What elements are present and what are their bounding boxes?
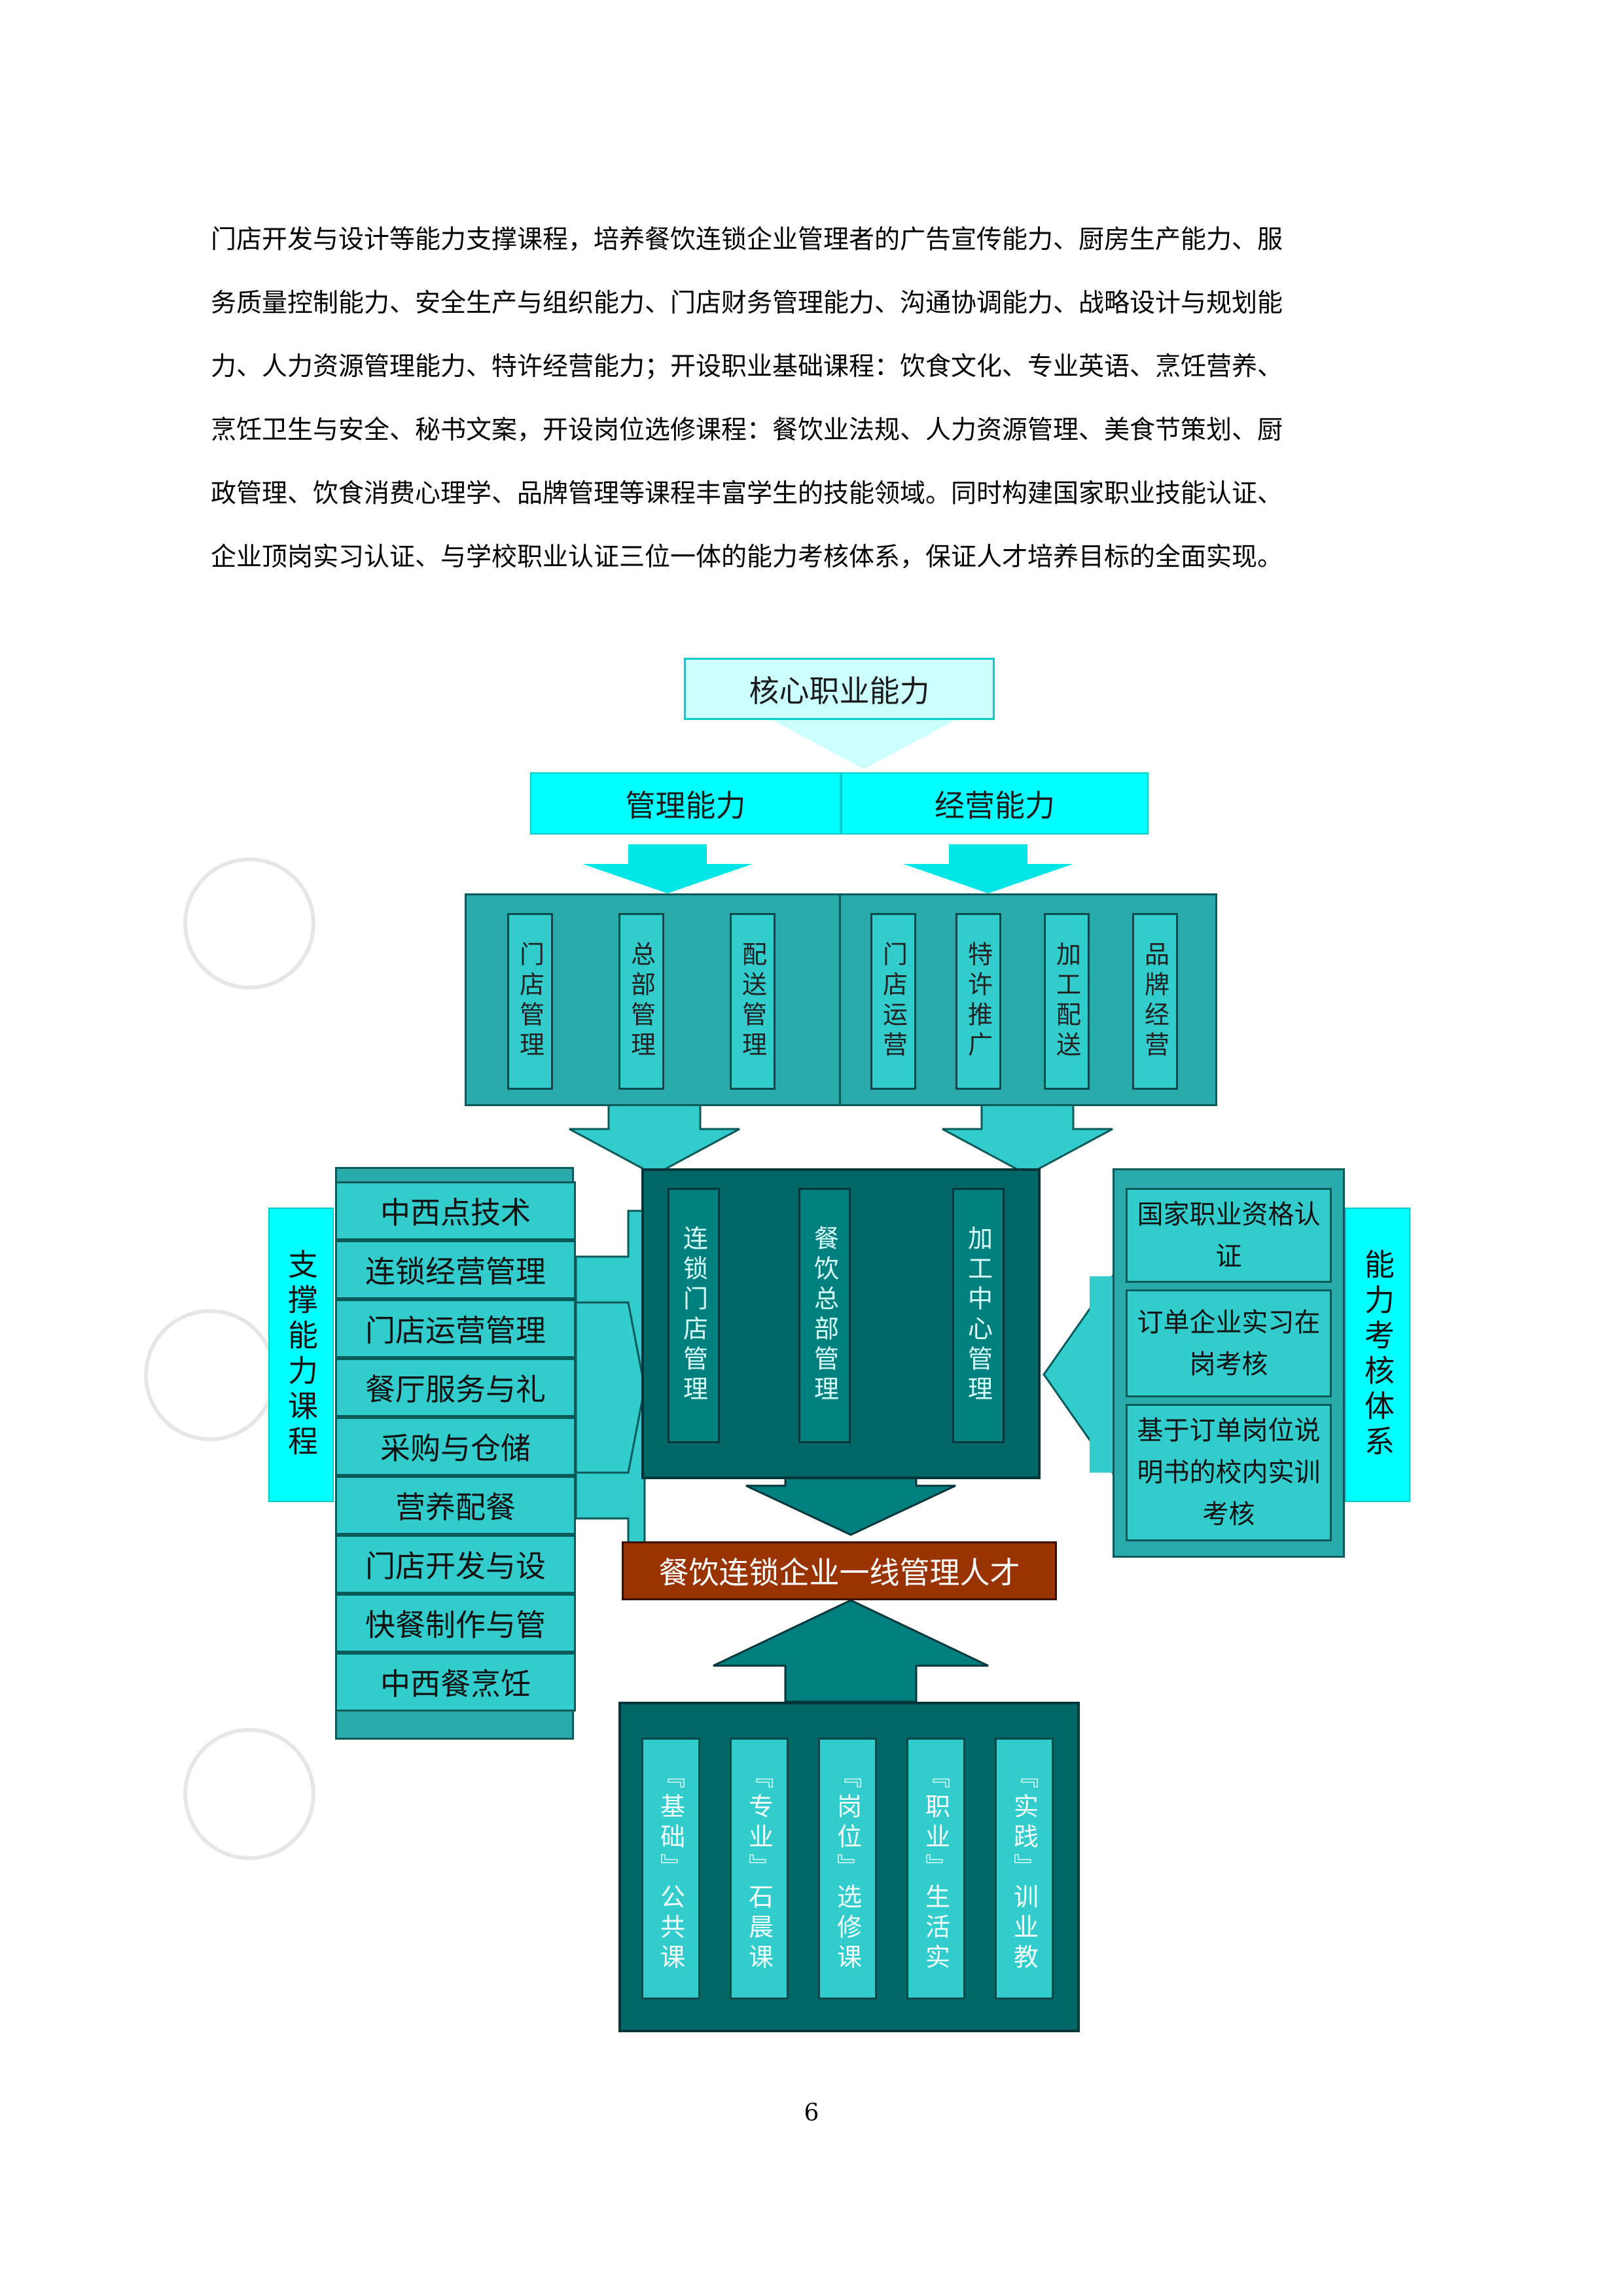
paragraph-line: 务质量控制能力、安全生产与组织能力、门店财务管理能力、沟通协调能力、战略设计与规… bbox=[211, 289, 1283, 318]
center-item: 连锁门店管理 bbox=[668, 1188, 720, 1443]
operation-item: 品牌经营 bbox=[1132, 913, 1178, 1090]
course-item: 中西点技术 bbox=[335, 1181, 576, 1240]
course-item: 中西餐烹饪 bbox=[335, 1653, 576, 1712]
operation-capability: 经营能力 bbox=[841, 772, 1149, 834]
paragraph-line: 门店开发与设计等能力支撑课程，培养餐饮连锁企业管理者的广告宣传能力、厨房生产能力… bbox=[211, 225, 1283, 255]
support-courses-label: 支撑能力课程 bbox=[268, 1208, 334, 1502]
paragraph-line: 烹饪卫生与安全、秘书文案，开设岗位选修课程：餐饮业法规、人力资源管理、美食节策划… bbox=[211, 416, 1283, 445]
arrow-left-assess-shaft bbox=[1090, 1276, 1113, 1473]
result-talent-box: 餐饮连锁企业一线管理人才 bbox=[622, 1541, 1057, 1600]
management-item: 配送管理 bbox=[730, 913, 776, 1090]
course-item: 连锁经营管理 bbox=[335, 1240, 576, 1299]
management-capability: 管理能力 bbox=[530, 772, 841, 834]
course-item: 门店开发与设 bbox=[335, 1535, 576, 1594]
arrow-down-title bbox=[772, 720, 955, 769]
course-item: 快餐制作与管 bbox=[335, 1594, 576, 1653]
foundation-item: 『专业』石晨课 bbox=[730, 1738, 789, 2000]
foundation-item: 『职业』生活实 bbox=[906, 1738, 965, 2000]
arrow-down-operation bbox=[903, 844, 1073, 893]
assessment-item: 订单企业实习在岗考核 bbox=[1126, 1289, 1332, 1397]
core-ability-title: 核心职业能力 bbox=[684, 658, 995, 720]
operation-item: 特许推广 bbox=[955, 913, 1001, 1090]
center-item: 餐饮总部管理 bbox=[798, 1188, 851, 1443]
foundation-item: 『岗位』选修课 bbox=[818, 1738, 877, 2000]
management-item: 总部管理 bbox=[618, 913, 664, 1090]
watermark-seal bbox=[183, 857, 315, 990]
center-item: 加工中心管理 bbox=[952, 1188, 1005, 1443]
arrow-down-result bbox=[745, 1475, 956, 1536]
paragraph-line: 力、人力资源管理能力、特许经营能力；开设职业基础课程：饮食文化、专业英语、烹饪营… bbox=[211, 352, 1283, 382]
arrow-up-result bbox=[713, 1599, 989, 1703]
support-courses-list: 中西点技术 连锁经营管理 门店运营管理 餐厅服务与礼 采购与仓储 营养配餐 门店… bbox=[335, 1181, 576, 1712]
course-item: 营养配餐 bbox=[335, 1476, 576, 1535]
body-paragraph: 门店开发与设计等能力支撑课程，培养餐饮连锁企业管理者的广告宣传能力、厨房生产能力… bbox=[211, 208, 1415, 589]
course-item: 餐厅服务与礼 bbox=[335, 1358, 576, 1417]
page-number: 6 bbox=[804, 2100, 819, 2126]
arrow-right-support-head bbox=[575, 1301, 646, 1474]
operation-item: 门店运营 bbox=[870, 913, 916, 1090]
arrow-down-center-right bbox=[942, 1102, 1113, 1176]
management-item: 门店管理 bbox=[507, 913, 553, 1090]
watermark-seal bbox=[183, 1728, 315, 1860]
foundation-item: 『实践』训业教 bbox=[995, 1738, 1054, 2000]
course-item: 采购与仓储 bbox=[335, 1417, 576, 1476]
assessment-item: 基于订单岗位说明书的校内实训考核 bbox=[1126, 1404, 1332, 1541]
paragraph-line: 企业顶岗实习认证、与学校职业认证三位一体的能力考核体系，保证人才培养目标的全面实… bbox=[211, 543, 1283, 572]
assessment-item: 国家职业资格认证 bbox=[1126, 1188, 1332, 1283]
paragraph-line: 政管理、饮食消费心理学、品牌管理等课程丰富学生的技能领域。同时构建国家职业技能认… bbox=[211, 479, 1283, 509]
course-item: 门店运营管理 bbox=[335, 1299, 576, 1358]
arrow-down-center-left bbox=[569, 1102, 740, 1176]
foundation-item: 『基础』公共课 bbox=[641, 1738, 700, 2000]
arrow-down-management bbox=[582, 844, 753, 893]
operation-item: 加工配送 bbox=[1044, 913, 1090, 1090]
assessment-system-label: 能力考核体系 bbox=[1345, 1208, 1410, 1502]
